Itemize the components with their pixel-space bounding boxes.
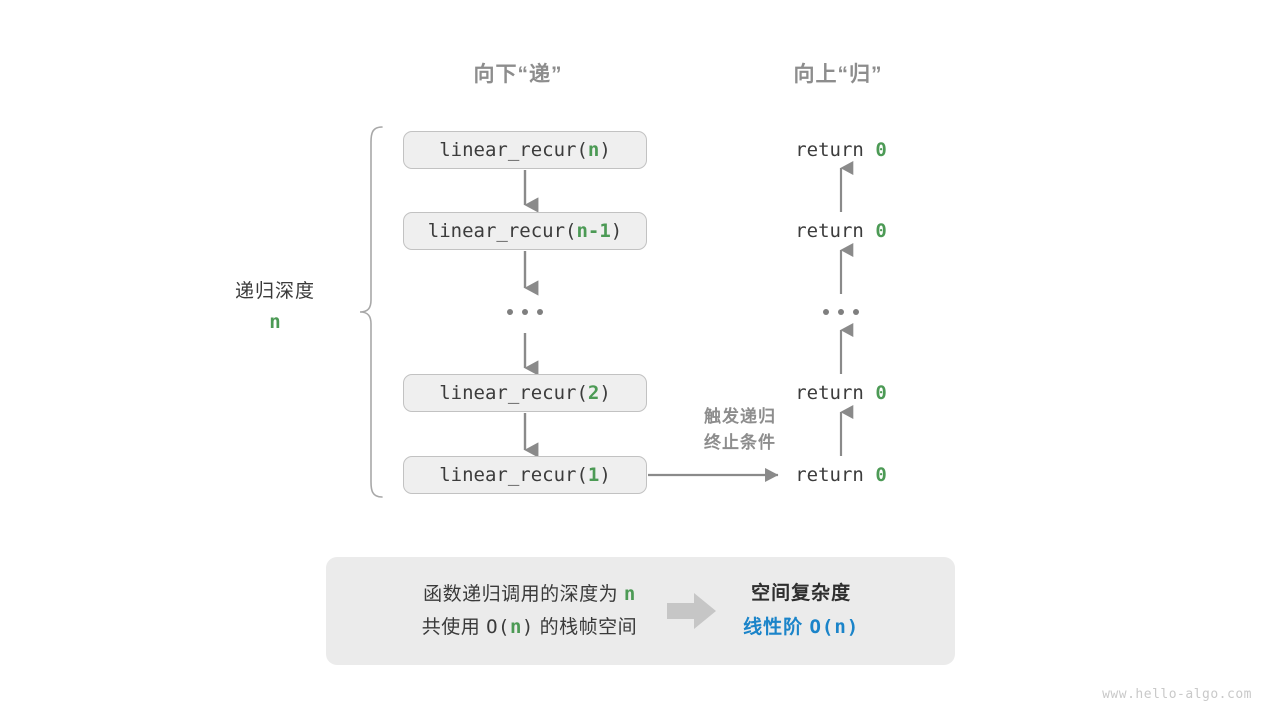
terminate-note-line2: 终止条件 <box>704 432 776 452</box>
return-statement: return 0 <box>795 382 887 404</box>
recursion-depth-variable: n <box>269 310 281 333</box>
recursion-depth-text: 递归深度 <box>234 281 315 302</box>
complexity-expression: O(n) <box>809 615 860 638</box>
call-frame-box: linear_recur(n) <box>403 131 647 169</box>
summary-line1-variable: n <box>623 582 636 605</box>
column-header-ascend: 向上“归” <box>793 63 883 86</box>
summary-panel: 函数递归调用的深度为 n 共使用 O(n) 的栈帧空间 空间复杂度 线性阶 O(… <box>326 557 955 665</box>
return-statement: return 0 <box>795 220 887 242</box>
call-frame-arg: 2 <box>587 382 600 404</box>
call-frame-text: linear_recur(1) <box>439 464 611 486</box>
summary-conclusion-title: 空间复杂度 <box>751 583 852 605</box>
summary-line-1: 函数递归调用的深度为 n <box>422 578 637 611</box>
complexity-class-label: 线性阶 <box>743 616 810 638</box>
recursion-depth-label: 递归深度 n <box>180 278 370 336</box>
return-value: 0 <box>875 382 887 404</box>
terminate-note-line1: 触发递归 <box>704 407 776 426</box>
return-statement: return 0 <box>795 139 887 161</box>
summary-line1-text: 函数递归调用的深度为 <box>423 583 624 605</box>
return-value: 0 <box>875 139 887 161</box>
return-keyword: return <box>795 220 864 242</box>
summary-line2-close-paren: ) <box>521 616 534 638</box>
recursion-depth-brace <box>359 126 383 498</box>
call-frame-arg: n <box>587 139 600 161</box>
summary-line-2: 共使用 O(n) 的栈帧空间 <box>422 611 637 644</box>
call-frame-text: linear_recur(n) <box>439 139 611 161</box>
return-ellipsis <box>823 309 859 315</box>
call-frame-text: linear_recur(2) <box>439 382 611 404</box>
return-value: 0 <box>875 464 887 486</box>
summary-line2-big-o: O( <box>486 616 510 638</box>
call-frame-arg: 1 <box>587 464 600 486</box>
return-keyword: return <box>795 464 864 486</box>
return-value: 0 <box>875 220 887 242</box>
terminate-condition-note: 触发递归 终止条件 <box>660 404 820 455</box>
call-frame-arg: n-1 <box>576 220 611 242</box>
watermark: www.hello-algo.com <box>1102 687 1252 702</box>
summary-line2-variable: n <box>509 616 522 638</box>
summary-conclusion-value: 线性阶 O(n) <box>743 611 859 644</box>
return-statement: return 0 <box>795 464 887 486</box>
summary-line2-prefix: 共使用 <box>421 617 487 638</box>
call-frame-box: linear_recur(n-1) <box>403 212 647 250</box>
summary-line2-suffix: 的栈帧空间 <box>533 617 638 638</box>
call-frame-text: linear_recur(n-1) <box>427 220 623 242</box>
call-stack-ellipsis <box>507 309 543 315</box>
call-frame-box: linear_recur(1) <box>403 456 647 494</box>
return-keyword: return <box>795 139 864 161</box>
call-frame-box: linear_recur(2) <box>403 374 647 412</box>
return-keyword: return <box>795 382 864 404</box>
summary-conclusion: 空间复杂度 线性阶 O(n) <box>743 578 859 644</box>
right-arrow-icon <box>667 593 717 629</box>
summary-description: 函数递归调用的深度为 n 共使用 O(n) 的栈帧空间 <box>422 578 637 645</box>
column-header-descend: 向下“递” <box>473 63 563 86</box>
